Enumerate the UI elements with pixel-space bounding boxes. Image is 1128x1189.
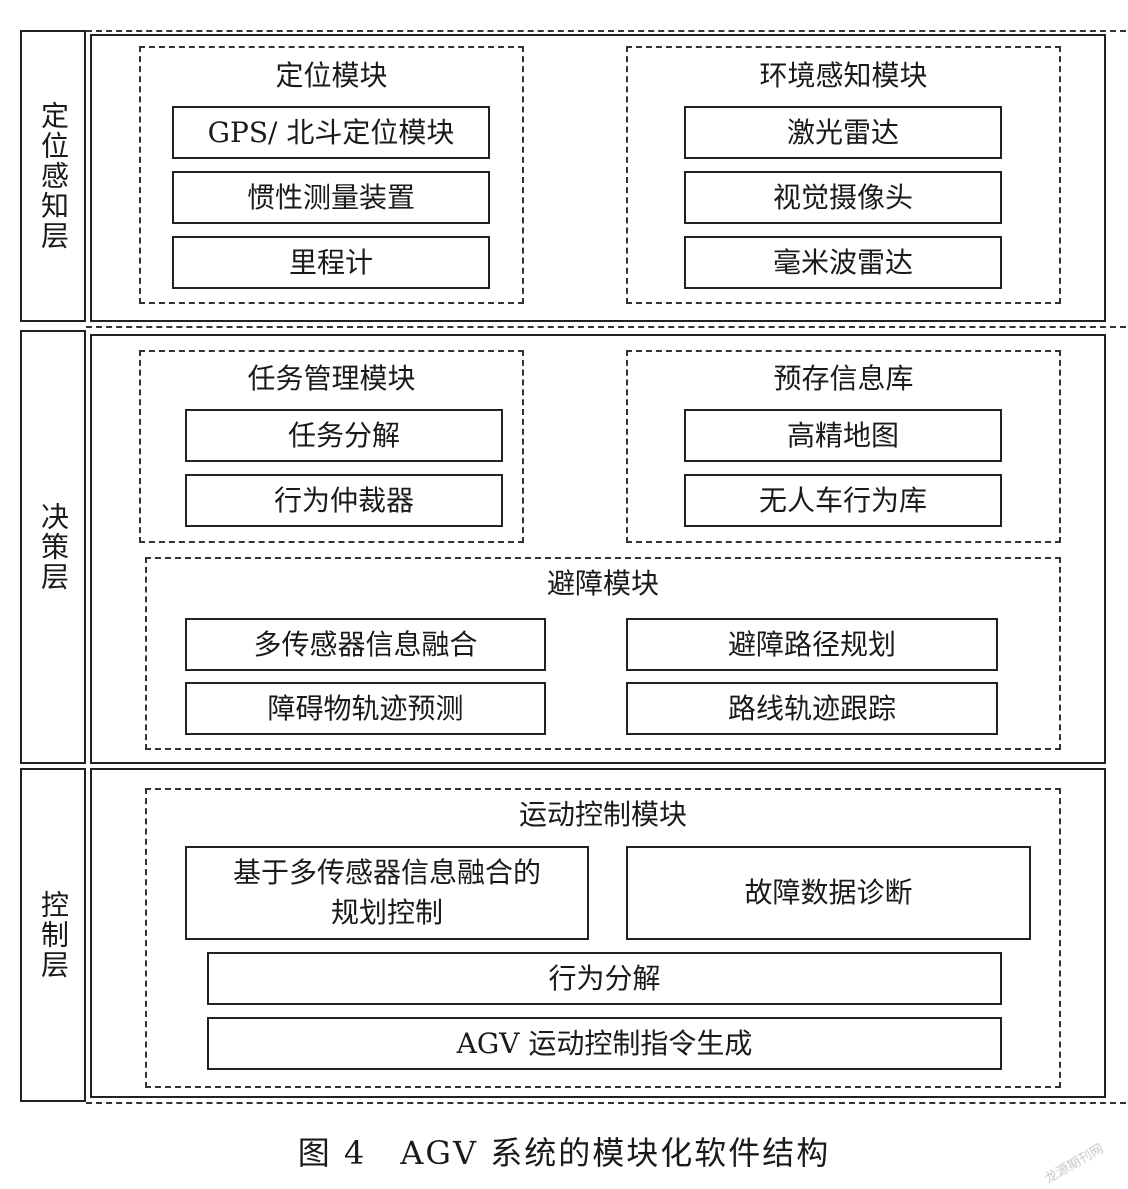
positioning-module-group: 定位模块 (139, 46, 524, 304)
prestored-info-group: 预存信息库 (626, 350, 1061, 543)
motion-control-group: 运动控制模块 (145, 788, 1061, 1088)
gps-beidou-box: GPS/ 北斗定位模块 (172, 106, 490, 159)
route-tracking-box: 路线轨迹跟踪 (626, 682, 998, 735)
task-management-group: 任务管理模块 (139, 350, 524, 543)
fusion-planning-control-box: 基于多传感器信息融合的 规划控制 (185, 846, 589, 940)
environment-module-group: 环境感知模块 (626, 46, 1061, 304)
control-layer-label-box: 控制层 (20, 768, 86, 1102)
positioning-module-title: 定位模块 (275, 59, 388, 92)
layer-separator-top (86, 30, 1126, 32)
decision-layer-label: 决策层 (37, 502, 70, 592)
task-management-title: 任务管理模块 (247, 362, 416, 395)
control-layer-label: 控制层 (37, 890, 70, 980)
decision-layer-panel (90, 334, 1106, 764)
task-decomposition-box: 任务分解 (185, 409, 503, 462)
behavior-decomposition-box: 行为分解 (207, 952, 1002, 1005)
behavior-arbiter-box: 行为仲裁器 (185, 474, 503, 527)
odometer-box: 里程计 (172, 236, 490, 289)
decision-layer-label-box: 决策层 (20, 330, 86, 764)
environment-module-title: 环境感知模块 (759, 59, 928, 92)
layer-separator-bottom (86, 1102, 1126, 1104)
perception-layer-label-box: 定位感知层 (20, 30, 86, 322)
obstacle-avoidance-group: 避障模块 (145, 557, 1061, 750)
fusion-planning-control-line1: 基于多传感器信息融合的 (232, 856, 541, 889)
figure-caption: 图 4 AGV 系统的模块化软件结构 (297, 1134, 831, 1172)
imu-box: 惯性测量装置 (172, 171, 490, 224)
motion-control-title: 运动控制模块 (518, 798, 687, 831)
vehicle-behavior-lib-box: 无人车行为库 (684, 474, 1002, 527)
agv-command-generation-box: AGV 运动控制指令生成 (207, 1017, 1002, 1070)
perception-layer-panel (90, 34, 1106, 322)
sensor-fusion-box: 多传感器信息融合 (185, 618, 546, 671)
layer-separator-middle (86, 326, 1126, 328)
fusion-planning-control-line2: 规划控制 (330, 896, 443, 929)
avoidance-path-planning-box: 避障路径规划 (626, 618, 998, 671)
prestored-info-title: 预存信息库 (773, 362, 914, 395)
lidar-box: 激光雷达 (684, 106, 1002, 159)
perception-layer-label: 定位感知层 (37, 101, 70, 251)
obstacle-trajectory-prediction-box: 障碍物轨迹预测 (185, 682, 546, 735)
obstacle-avoidance-title: 避障模块 (546, 567, 659, 600)
control-layer-panel (90, 768, 1106, 1098)
mmwave-radar-box: 毫米波雷达 (684, 236, 1002, 289)
hd-map-box: 高精地图 (684, 409, 1002, 462)
camera-box: 视觉摄像头 (684, 171, 1002, 224)
fault-diagnosis-box: 故障数据诊断 (626, 846, 1031, 940)
